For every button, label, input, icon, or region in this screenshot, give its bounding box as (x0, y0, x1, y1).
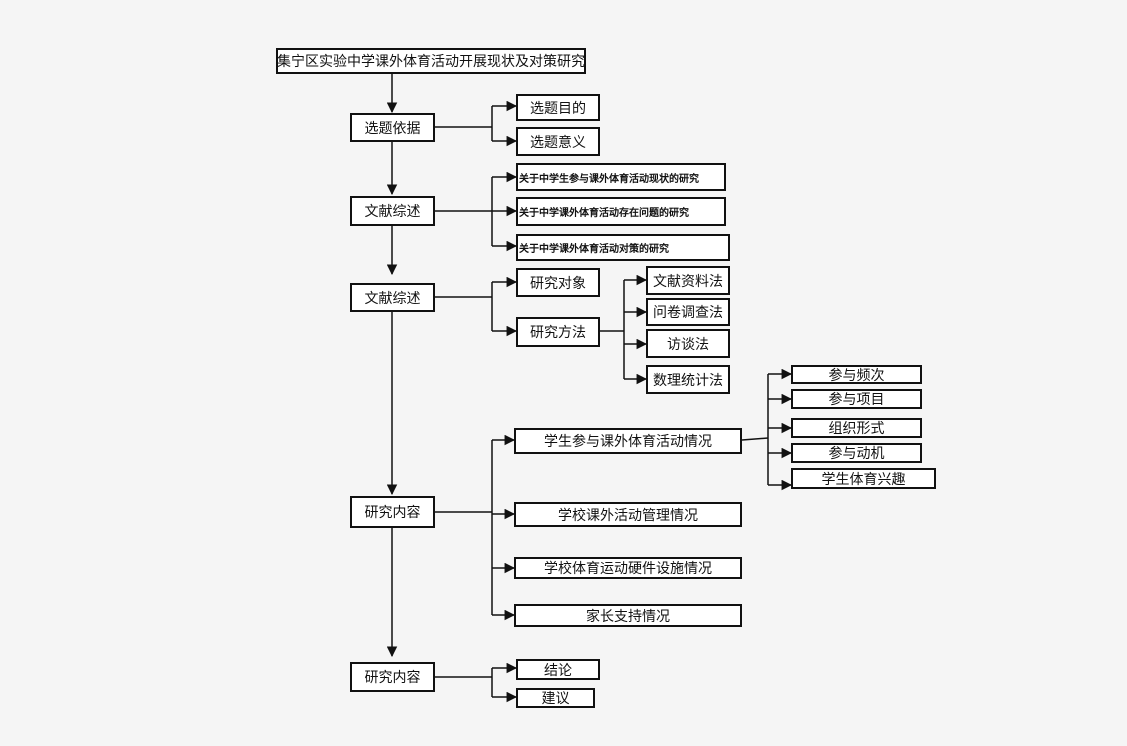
title-box: 集宁区实验中学课外体育活动开展现状及对策研究 (276, 48, 586, 74)
node-part-interest: 学生体育兴趣 (791, 468, 936, 489)
link-basis-bus (434, 106, 493, 141)
link-participation-bus (741, 374, 769, 485)
node-method-statistics: 数理统计法 (646, 365, 730, 394)
link-content-bus (434, 440, 493, 615)
stage-research-content: 研究内容 (350, 496, 435, 528)
link-method-bus (600, 280, 625, 379)
node-lit-countermeasures: 关于中学课外体育活动对策的研究 (516, 234, 730, 261)
node-content-parents: 家长支持情况 (514, 604, 742, 627)
stage-literature-review-2: 文献综述 (350, 283, 435, 312)
node-content-management: 学校课外活动管理情况 (514, 502, 742, 527)
node-suggestion: 建议 (516, 688, 595, 708)
node-topic-purpose: 选题目的 (516, 94, 600, 121)
node-lit-problems: 关于中学课外体育活动存在问题的研究 (516, 197, 726, 226)
stage-topic-basis: 选题依据 (350, 113, 435, 142)
node-part-items: 参与项目 (791, 389, 922, 409)
node-topic-meaning: 选题意义 (516, 127, 600, 156)
node-research-method: 研究方法 (516, 317, 600, 347)
link-lit-bus (434, 177, 493, 246)
node-part-motivation: 参与动机 (791, 443, 922, 463)
stage-research-content-2: 研究内容 (350, 662, 435, 692)
node-part-frequency: 参与频次 (791, 365, 922, 384)
node-conclusion: 结论 (516, 659, 600, 680)
link-conclusion-bus (434, 668, 493, 697)
link-research-bus (434, 282, 493, 331)
node-lit-status: 关于中学生参与课外体育活动现状的研究 (516, 163, 726, 191)
node-content-facilities: 学校体育运动硬件设施情况 (514, 557, 742, 579)
stage-literature-review: 文献综述 (350, 196, 435, 226)
node-method-interview: 访谈法 (646, 329, 730, 358)
node-content-participation: 学生参与课外体育活动情况 (514, 428, 742, 454)
node-research-object: 研究对象 (516, 268, 600, 297)
node-part-organization: 组织形式 (791, 418, 922, 438)
node-method-literature: 文献资料法 (646, 266, 730, 295)
node-method-questionnaire: 问卷调查法 (646, 298, 730, 326)
